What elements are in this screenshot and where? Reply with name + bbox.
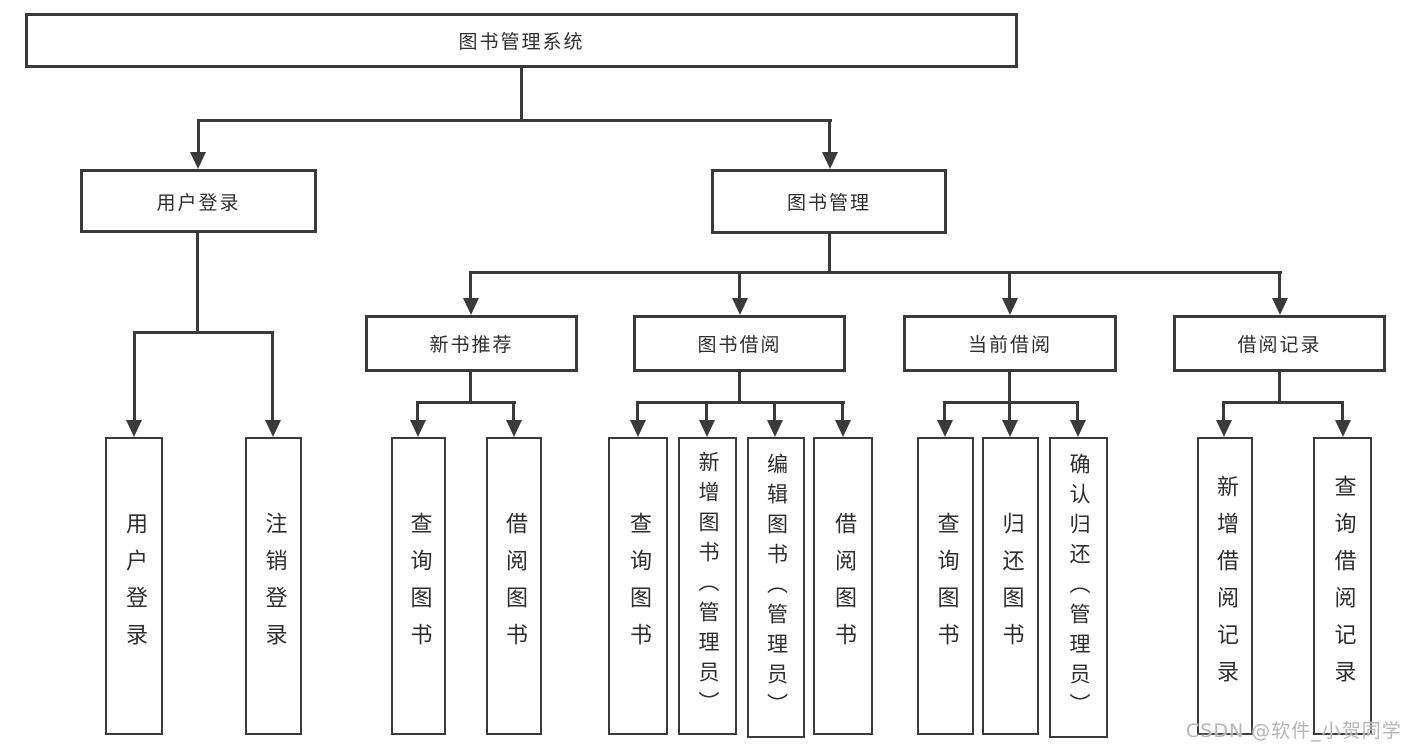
leaf-logout: 注销登录 xyxy=(245,437,302,735)
leaf-label: 注销登录 xyxy=(261,512,287,660)
connector-line xyxy=(416,401,419,421)
arrow-down-icon xyxy=(822,152,838,169)
connector-line xyxy=(470,271,1282,274)
connector-line xyxy=(133,331,274,334)
arrow-down-icon xyxy=(1272,298,1288,315)
connector-line xyxy=(196,233,199,334)
leaf-return-books: 归还图书 xyxy=(982,437,1039,735)
connector-line xyxy=(705,401,708,421)
leaf-label: 查询图书 xyxy=(406,512,432,660)
leaf-query-books-1: 查询图书 xyxy=(391,437,446,735)
node-book-management: 图书管理 xyxy=(711,169,947,234)
connector-line xyxy=(1076,401,1079,421)
arrow-down-icon xyxy=(1002,298,1018,315)
leaf-borrow-books-1: 借阅图书 xyxy=(486,437,542,735)
leaf-query-borrow-record: 查询借阅记录 xyxy=(1313,437,1372,735)
connector-line xyxy=(271,331,274,422)
arrow-down-icon xyxy=(732,298,748,315)
arrow-down-icon xyxy=(1002,420,1018,437)
connector-line xyxy=(133,331,136,422)
arrow-down-icon xyxy=(1335,420,1351,437)
arrow-down-icon xyxy=(1070,420,1086,437)
connector-line xyxy=(1278,271,1281,300)
connector-line xyxy=(841,401,844,421)
leaf-label: 查询借阅记录 xyxy=(1330,475,1356,697)
leaf-label: 新增图书（管理员） xyxy=(696,451,720,721)
leaf-borrow-books-2: 借阅图书 xyxy=(813,437,873,735)
leaf-label: 查询图书 xyxy=(933,512,959,660)
node-user-login: 用户登录 xyxy=(80,169,317,233)
node-root: 图书管理系统 xyxy=(25,13,1018,68)
arrow-down-icon xyxy=(699,420,715,437)
leaf-label: 新增借阅记录 xyxy=(1213,475,1238,697)
leaf-query-books-3: 查询图书 xyxy=(917,437,974,735)
leaf-user-login: 用户登录 xyxy=(105,437,163,735)
connector-line xyxy=(738,372,741,404)
connector-line xyxy=(512,401,515,421)
arrow-down-icon xyxy=(190,152,206,169)
leaf-label: 确认归还（管理员） xyxy=(1067,452,1091,723)
arrow-down-icon xyxy=(410,420,426,437)
connector-line xyxy=(1341,401,1344,421)
arrow-down-icon xyxy=(767,420,783,437)
leaf-label: 编辑图书（管理员） xyxy=(764,452,789,723)
arrow-down-icon xyxy=(265,420,281,437)
leaf-label: 查询图书 xyxy=(626,512,651,660)
connector-line xyxy=(1222,401,1225,421)
leaf-label: 用户登录 xyxy=(122,512,147,660)
connector-line xyxy=(636,401,845,404)
connector-line xyxy=(773,401,776,421)
node-borrow-records: 借阅记录 xyxy=(1173,315,1386,372)
node-new-book-recommend: 新书推荐 xyxy=(365,315,578,372)
connector-line xyxy=(943,401,1079,404)
arrow-down-icon xyxy=(126,420,142,437)
connector-line xyxy=(469,372,472,404)
connector-line xyxy=(520,68,523,120)
node-book-borrow: 图书借阅 xyxy=(633,315,846,372)
leaf-label: 归还图书 xyxy=(998,512,1024,660)
csdn-watermark: CSDN @软件_小贺同学 xyxy=(1186,720,1402,742)
connector-line xyxy=(828,119,831,155)
connector-line xyxy=(1278,372,1281,404)
arrow-down-icon xyxy=(506,420,522,437)
leaf-add-books-admin: 新增图书（管理员） xyxy=(678,437,737,735)
leaf-confirm-return-admin: 确认归还（管理员） xyxy=(1049,437,1108,738)
leaf-label: 借阅图书 xyxy=(831,512,856,660)
connector-line xyxy=(197,119,832,122)
connector-line xyxy=(1008,372,1011,404)
leaf-label: 借阅图书 xyxy=(502,512,527,660)
connector-line xyxy=(1008,401,1011,421)
connector-line xyxy=(197,119,200,155)
connector-line xyxy=(943,401,946,421)
arrow-down-icon xyxy=(937,420,953,437)
connector-line xyxy=(1008,271,1011,300)
connector-line xyxy=(828,234,831,273)
connector-line xyxy=(469,271,472,300)
leaf-add-borrow-record: 新增借阅记录 xyxy=(1197,437,1253,735)
arrow-down-icon xyxy=(463,298,479,315)
leaf-query-books-2: 查询图书 xyxy=(608,437,668,735)
connector-line xyxy=(738,271,741,300)
connector-line xyxy=(636,401,639,421)
node-current-borrow: 当前借阅 xyxy=(903,315,1117,372)
connector-line xyxy=(416,401,516,404)
arrow-down-icon xyxy=(1216,420,1232,437)
leaf-edit-books-admin: 编辑图书（管理员） xyxy=(747,437,805,738)
connector-line xyxy=(1222,401,1344,404)
arrow-down-icon xyxy=(630,420,646,437)
arrow-down-icon xyxy=(835,420,851,437)
